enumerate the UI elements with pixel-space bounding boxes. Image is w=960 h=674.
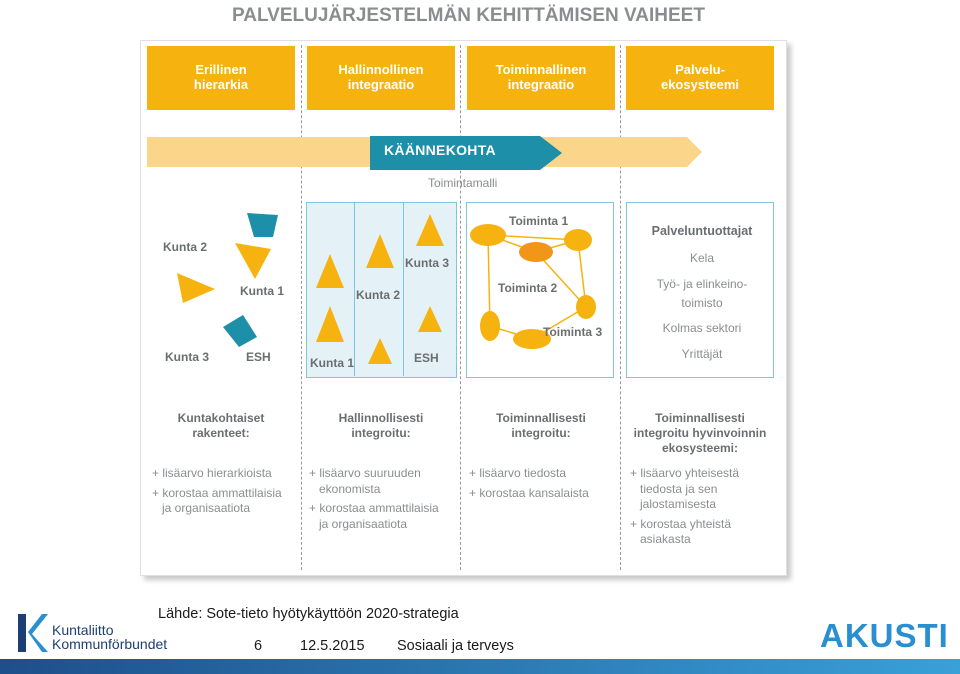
col2-kunta1-label: Kunta 1 [310,356,355,370]
node-ellipse [513,329,551,349]
footer-date: 12.5.2015 [300,638,365,654]
provider-item: Työ- ja elinkeino- [656,277,748,291]
toiminta1-label: Toiminta 1 [509,214,569,228]
bottom-bar [0,659,960,674]
column-separator [460,45,461,570]
col2-kunta3-label: Kunta 3 [405,256,450,270]
provider-item: Yrittäjät [681,347,723,361]
col1-esh-label: ESH [246,350,271,364]
kuntaliitto-logo-icon [18,614,48,652]
column-separator [620,45,621,570]
esh-trapezoid-shape [247,213,278,237]
benefits-col3: + lisäarvo tiedosta+ korostaa kansalaist… [469,466,589,500]
diagram-panel [140,40,787,576]
benefits-col2: + lisäarvo suuruuden ekonomista+ korosta… [309,466,439,531]
source-note: Lähde: Sote-tieto hyötykäyttöön 2020-str… [158,606,459,622]
col3-container [466,202,614,378]
column3-network [470,224,596,349]
phase-header-4: Palvelu-ekosysteemi [626,46,774,110]
column2-shapes [316,214,444,364]
turning-point-arrow [370,136,562,170]
node-ellipse [576,295,596,319]
node-ellipse [470,224,506,246]
kunta1-triangle-shape [316,306,344,342]
col1-kunta3-label: Kunta 3 [165,350,210,364]
provider-item: Kolmas sektori [662,321,742,335]
turning-point-label: KÄÄNNEKOHTA [384,142,496,158]
col2-esh-label: ESH [414,351,439,365]
node-ellipse [480,311,500,341]
esh-triangle-shape [418,306,442,332]
kunta1-triangle-shape [235,243,271,279]
toiminta2-label: Toiminta 2 [498,281,558,295]
column-separator [301,45,302,570]
esh-square-shape [223,315,257,347]
triangle-shape [368,338,392,364]
logo-text-line1: Kuntaliitto [52,622,114,638]
column1-shapes [177,213,278,347]
col2-kunta2-label: Kunta 2 [356,288,401,302]
kunta2-triangle-shape [177,273,215,303]
col2-divider [354,202,355,376]
col1-kunta2-label: Kunta 2 [163,240,208,254]
triangle-shape [316,254,344,288]
diagram-title: PALVELUJÄRJESTELMÄN KEHITTÄMISEN VAIHEET [232,5,705,26]
page-number: 6 [254,638,263,654]
kunta2-triangle-shape [366,234,394,268]
kunta3-triangle-shape [416,214,444,246]
node-ellipse [564,229,592,251]
benefits-col4: + lisäarvo yhteisestä tiedosta ja sen ja… [630,466,740,547]
footer-topic: Sosiaali ja terveys [397,638,514,654]
benefits-col1: + lisäarvo hierarkioista+ korostaa ammat… [152,466,282,516]
col2-divider [403,202,404,376]
providers-title: Palveluntuottajat [651,224,753,238]
col4-container [626,202,774,378]
toiminta3-label: Toiminta 3 [543,325,603,339]
operating-model-label: Toimintamalli [428,176,498,190]
logo-text-line2: Kommunförbundet [52,636,168,652]
provider-item: Kela [689,251,715,265]
col1-kunta1-label: Kunta 1 [240,284,285,298]
provider-item: toimisto [681,296,723,310]
node-ellipse [519,242,553,262]
akusti-logo: AKUSTI [820,617,949,654]
